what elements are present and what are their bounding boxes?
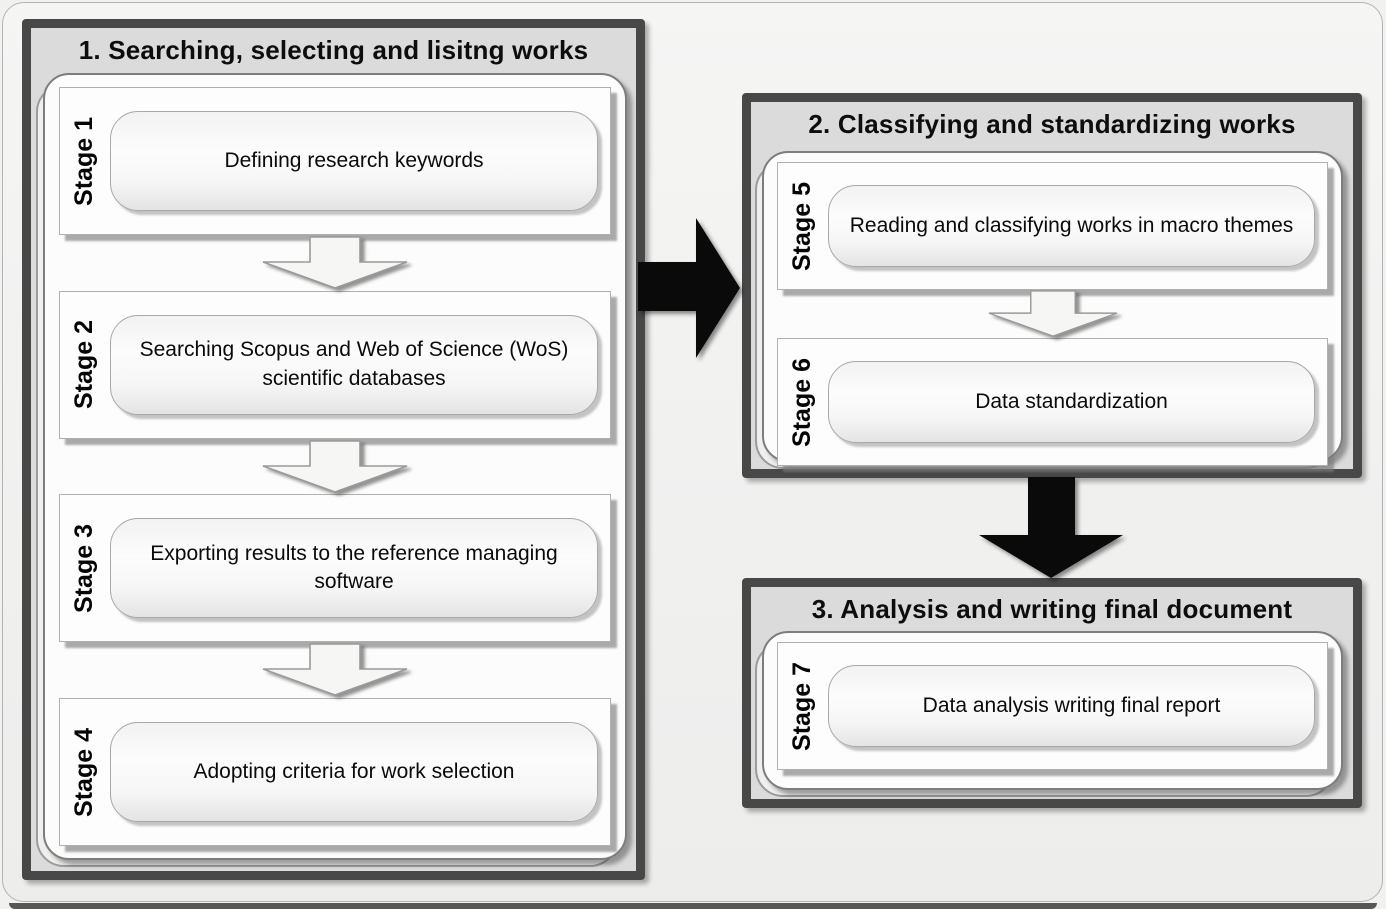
stage-2-text: Searching Scopus and Web of Science (WoS… xyxy=(139,338,569,390)
down-chevron-arrow-icon xyxy=(262,643,408,697)
stage-5-box: Stage 5 Reading and classifying works in… xyxy=(777,162,1328,290)
arrow-stage3-stage4-wrap xyxy=(59,642,611,698)
panel-classifying-standardizing: 2. Classifying and standardizing works S… xyxy=(742,93,1362,478)
stage-3-pill: Exporting results to the reference manag… xyxy=(110,518,598,619)
stage-2-label: Stage 2 xyxy=(60,292,108,438)
panel1-to-panel2-arrow-icon xyxy=(638,218,740,358)
stage-4-pill: Adopting criteria for work selection xyxy=(110,722,598,823)
stage-5-label-text: Stage 5 xyxy=(787,181,816,271)
stage-1-label-text: Stage 1 xyxy=(69,116,98,206)
page-bottom-edge xyxy=(9,903,1377,909)
down-chevron-arrow-icon xyxy=(262,439,408,493)
stage-3-box: Stage 3 Exporting results to the referen… xyxy=(59,494,611,643)
stage-3-text: Exporting results to the reference manag… xyxy=(150,542,558,594)
stage-4-box: Stage 4 Adopting criteria for work selec… xyxy=(59,698,611,847)
stage-4-label: Stage 4 xyxy=(60,699,108,845)
stage-6-label-text: Stage 6 xyxy=(787,357,816,447)
stage-3-label-text: Stage 3 xyxy=(69,523,98,613)
stage-5-pill: Reading and classifying works in macro t… xyxy=(828,185,1315,267)
stage-5-text: Reading and classifying works in macro t… xyxy=(849,213,1294,237)
stage-1-box: Stage 1 Defining research keywords xyxy=(59,87,611,235)
stage-3-label: Stage 3 xyxy=(60,495,108,641)
stage-2-box: Stage 2 Searching Scopus and Web of Scie… xyxy=(59,290,611,439)
panel-3-title: 3. Analysis and writing final document xyxy=(811,594,1293,624)
panel-3-stage-container: Stage 7 Data analysis writing final repo… xyxy=(755,631,1343,797)
arrow-stage2-stage3-wrap xyxy=(59,439,611,495)
stage-6-box: Stage 6 Data standardization xyxy=(777,338,1328,466)
stage-7-text: Data analysis writing final report xyxy=(922,693,1221,717)
panel-1-title: 1. Searching, selecting and lisitng work… xyxy=(78,35,589,65)
panel-2-title: 2. Classifying and standardizing works xyxy=(808,109,1296,139)
stage-1-pill: Defining research keywords xyxy=(110,111,598,211)
panel-2-stage-container: Stage 5 Reading and classifying works in… xyxy=(755,151,1343,469)
panel-searching-selecting-listing: 1. Searching, selecting and lisitng work… xyxy=(22,19,645,880)
down-chevron-arrow-icon xyxy=(988,290,1117,337)
stage-7-pill: Data analysis writing final report xyxy=(828,665,1315,747)
stage-5-label: Stage 5 xyxy=(778,163,826,289)
stage-7-box: Stage 7 Data analysis writing final repo… xyxy=(777,642,1328,770)
panel2-to-panel3-arrow-icon xyxy=(979,477,1123,578)
stage-7-label-text: Stage 7 xyxy=(787,661,816,751)
stage-6-label: Stage 6 xyxy=(778,339,826,465)
stage-4-label-text: Stage 4 xyxy=(69,727,98,817)
arrow-stage5-stage6-wrap xyxy=(777,290,1328,338)
panel-1-stage-container: Stage 1 Defining research keywords Stage… xyxy=(36,73,627,867)
stage-6-text: Data standardization xyxy=(975,389,1168,413)
down-chevron-arrow-icon xyxy=(262,236,408,289)
stage-7-label: Stage 7 xyxy=(778,643,826,769)
stage-4-text: Adopting criteria for work selection xyxy=(193,759,515,783)
stage-1-label: Stage 1 xyxy=(60,88,108,234)
stage-1-text: Defining research keywords xyxy=(224,148,484,172)
arrow-stage1-stage2-wrap xyxy=(59,235,611,291)
panel-analysis-writing: 3. Analysis and writing final document S… xyxy=(742,578,1362,808)
stage-2-label-text: Stage 2 xyxy=(69,320,98,410)
stage-6-pill: Data standardization xyxy=(828,361,1315,443)
stage-2-pill: Searching Scopus and Web of Science (WoS… xyxy=(110,314,598,415)
